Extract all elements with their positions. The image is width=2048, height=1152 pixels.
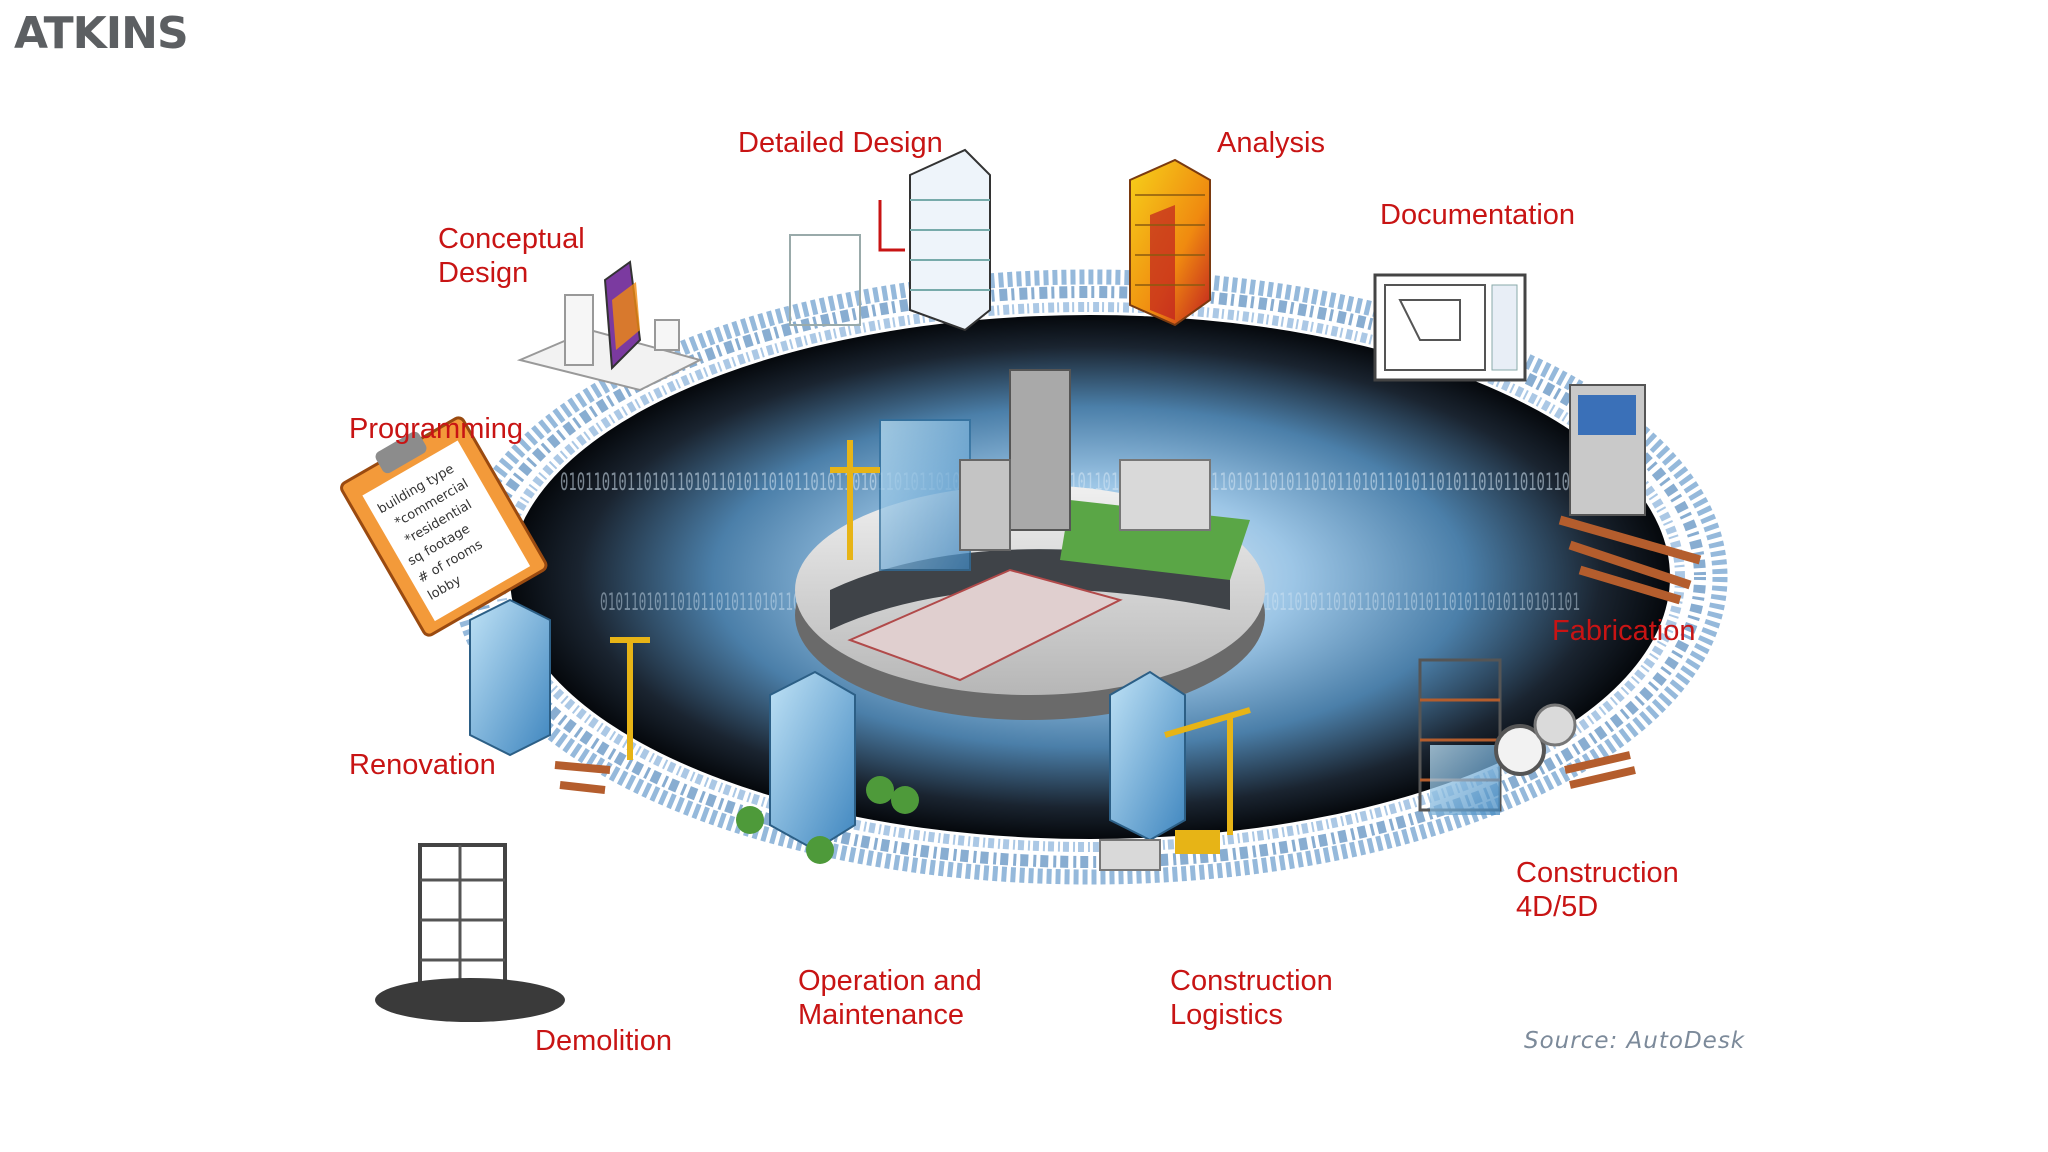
renovation-icon	[469, 598, 650, 794]
dollar-coin-icon	[1533, 703, 1577, 747]
label-line: Construction	[1170, 965, 1333, 997]
label-line: Demolition	[535, 1025, 672, 1057]
label-detailed-design: Detailed Design	[738, 126, 943, 160]
programming-clipboard-icon: building type *commercial *residential s…	[340, 416, 548, 637]
label-line: Logistics	[1170, 999, 1283, 1031]
label-renovation: Renovation	[349, 748, 496, 782]
label-line: Programming	[349, 413, 524, 445]
label-fabrication: Fabrication	[1552, 614, 1695, 648]
detailed-design-icon	[789, 148, 991, 332]
construction-logistics-icon	[1099, 670, 1251, 871]
label-programming: Programming	[349, 412, 523, 446]
label-documentation: Documentation	[1380, 198, 1575, 232]
conceptual-design-icon	[516, 260, 703, 392]
fabrication-icon	[1558, 384, 1702, 605]
label-line: Renovation	[349, 749, 496, 781]
label-construction-logistics: Construction Logistics	[1170, 964, 1333, 1032]
label-line: Fabrication	[1552, 615, 1696, 647]
label-line: Construction	[1516, 857, 1679, 889]
label-line: Operation and	[798, 965, 982, 997]
analysis-icon	[1129, 158, 1211, 327]
label-line: Detailed Design	[738, 127, 943, 159]
construction-4d5d-icon	[1418, 658, 1636, 815]
label-demolition: Demolition	[535, 1024, 672, 1058]
label-line: Analysis	[1217, 127, 1325, 159]
label-line: 4D/5D	[1516, 891, 1599, 923]
label-line: Maintenance	[798, 999, 965, 1031]
central-city-platform	[795, 369, 1265, 720]
atkins-logo: ATKINS	[14, 8, 189, 59]
label-line: Conceptual	[438, 223, 585, 255]
documentation-icon	[1373, 273, 1527, 382]
operation-maintenance-icon	[736, 670, 919, 864]
label-construction-4d5d: Construction 4D/5D	[1516, 856, 1679, 924]
label-line: Design	[438, 257, 529, 289]
label-operation-maintenance: Operation and Maintenance	[798, 964, 982, 1032]
stopwatch-icon	[1494, 724, 1546, 776]
label-conceptual-design: Conceptual Design	[438, 222, 585, 290]
label-line: Documentation	[1380, 199, 1576, 231]
source-credit: Source: AutoDesk	[1524, 1028, 1746, 1054]
demolition-icon	[375, 843, 565, 1022]
label-analysis: Analysis	[1217, 126, 1325, 160]
